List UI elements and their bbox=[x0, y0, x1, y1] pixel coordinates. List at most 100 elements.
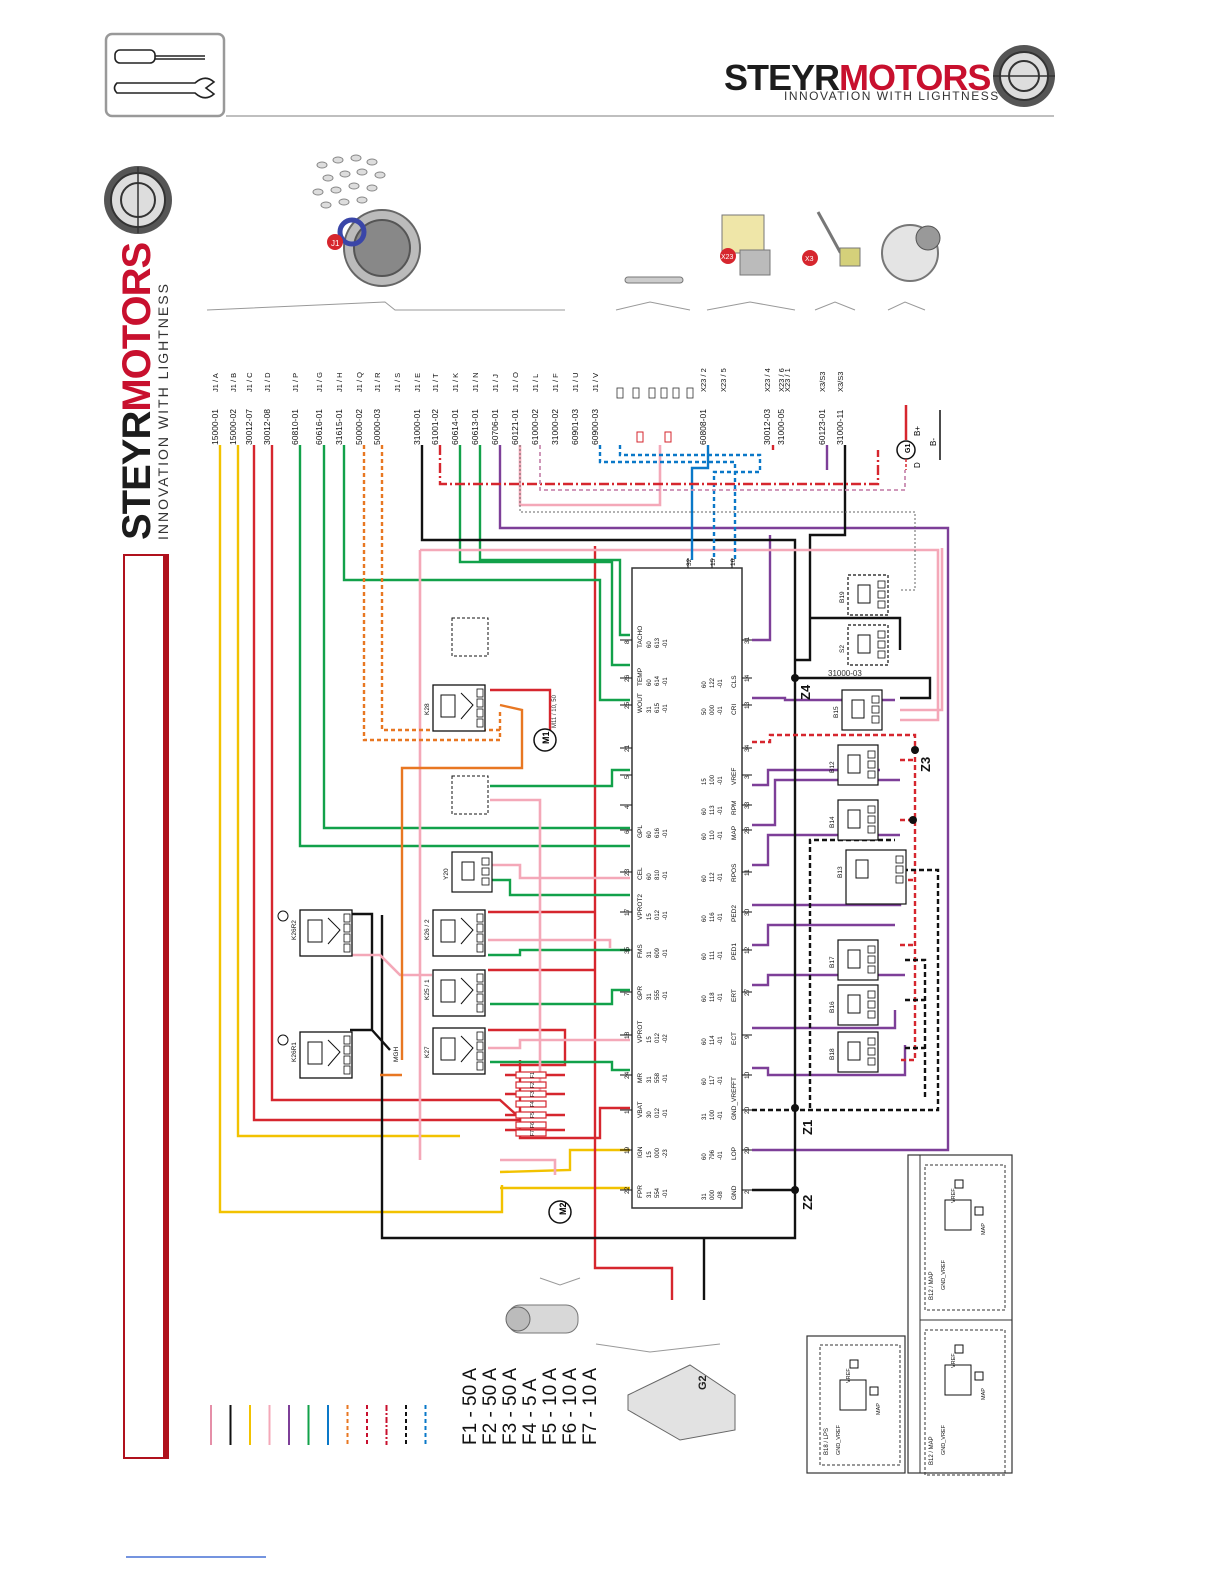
ecu-pin-code: 616 bbox=[655, 827, 661, 838]
sensor-label: B14 bbox=[829, 816, 836, 828]
ecu-pin-name: IGN bbox=[637, 1146, 644, 1158]
ecu-pin-name: ERT bbox=[731, 989, 738, 1002]
wire-vref bbox=[752, 733, 917, 1062]
motor-m2: M2 bbox=[548, 1200, 572, 1224]
wire-id-label: 31000-01 bbox=[412, 409, 422, 445]
wire-31000-01 bbox=[420, 445, 797, 1190]
wire-pink-3 bbox=[488, 863, 630, 880]
wire-60810-01 bbox=[298, 445, 630, 848]
wire-pink-2 bbox=[490, 798, 542, 1097]
ecu-pin-name: ECT bbox=[731, 1032, 738, 1045]
ecu-pin-code: -01 bbox=[663, 871, 669, 880]
ecu-pin-number: 12 bbox=[744, 946, 751, 954]
wire-id-label: 31000-11 bbox=[835, 409, 845, 445]
sensor-label: Y20 bbox=[443, 868, 450, 880]
ecu-pin-number: 14 bbox=[744, 674, 751, 682]
wire-pin-label: J1 / G bbox=[315, 372, 324, 392]
wire-pin-label: X3/S3 bbox=[818, 372, 827, 392]
ecu-pin-code: -01 bbox=[663, 829, 669, 838]
wire-pin-label: X23 / 4 bbox=[763, 368, 772, 392]
sensor-label: B17 bbox=[829, 956, 836, 968]
wire-pin-label: J1 / R bbox=[373, 372, 382, 392]
tool-icon-frame bbox=[104, 32, 226, 118]
wire-15000-02 bbox=[236, 445, 460, 1138]
wire-id-label: 50000-02 bbox=[354, 409, 364, 445]
wire-pin-label: X23 / 1 bbox=[783, 368, 792, 392]
relay-k26r1: K26R1 bbox=[291, 1031, 353, 1079]
node-z1: Z1 bbox=[800, 1120, 815, 1135]
m1-note: M11 / 10, 50 bbox=[552, 694, 558, 728]
ecu-pin-code: 114 bbox=[710, 1035, 716, 1045]
fuse-rating: F4 - 5 A bbox=[520, 1378, 541, 1445]
ecu-pin-number: 22 bbox=[624, 1186, 631, 1194]
ecu-pin-code: 615 bbox=[655, 702, 661, 713]
ecu-top-pin: 32 bbox=[686, 558, 693, 566]
wire-id-label: 60900-03 bbox=[590, 409, 600, 445]
wire-b-gnd bbox=[905, 958, 927, 1100]
wire-s2 bbox=[810, 616, 902, 650]
ecu-pin-code: -01 bbox=[718, 679, 724, 688]
ecu-pin-name: CLS bbox=[731, 675, 738, 688]
wire-pin-label: J1 / K bbox=[451, 373, 460, 392]
wire-cri bbox=[752, 696, 895, 702]
ecu-pin-number: 25 bbox=[624, 701, 631, 709]
fuse-symbol bbox=[515, 1090, 547, 1098]
ecu-pin-name: TEMP bbox=[637, 668, 644, 686]
relay-label: K26R2 bbox=[291, 920, 298, 940]
ecu-pin-code: 15 bbox=[702, 778, 708, 785]
wire-orange-solid bbox=[400, 703, 524, 1060]
wire-pin-label: J1 / O bbox=[511, 372, 520, 392]
wire-id-label: 60616-01 bbox=[314, 409, 324, 445]
glow-plug-illustration bbox=[624, 276, 684, 284]
ecu-pin-code: 15 bbox=[647, 1151, 653, 1158]
wire-cls bbox=[752, 535, 772, 642]
ecu-pin-name: PED1 bbox=[731, 943, 738, 960]
ecu-pin-name: MR bbox=[637, 1073, 644, 1083]
ecu-pin-name: CRI bbox=[731, 704, 738, 715]
wire-mr bbox=[490, 1060, 630, 1072]
ecu-pin-code: 554 bbox=[655, 1187, 661, 1198]
fuse-rating: F3 - 50 A bbox=[500, 1368, 521, 1445]
ecu-pin-number: 1 bbox=[624, 1110, 631, 1114]
wire-blue-1 bbox=[598, 445, 737, 560]
fuse-rating: F5 - 10 A bbox=[540, 1368, 561, 1445]
wire-gnd-vref bbox=[752, 868, 940, 1112]
wire-pin-label: J1 / E bbox=[413, 373, 422, 392]
wire-60616-01 bbox=[322, 445, 630, 830]
ecu-pin-code: -01 bbox=[718, 831, 724, 840]
ecu-pin-code: -01 bbox=[718, 776, 724, 785]
inset-title: B18 / LPS bbox=[824, 1428, 830, 1455]
wire-gray-2 bbox=[519, 445, 916, 591]
wire-pin-label: J1 / L bbox=[531, 374, 540, 392]
wire-pink-main bbox=[418, 548, 940, 1160]
brand-emblem-icon bbox=[993, 45, 1055, 107]
relay-k251: K25 / 1 bbox=[424, 969, 486, 1017]
ecu-pin-number: 10 bbox=[744, 1071, 751, 1079]
ecu-pin-name: FT bbox=[731, 1077, 738, 1085]
fuse-symbol bbox=[515, 1081, 547, 1089]
fuse-symbol-label: F4 bbox=[530, 1101, 536, 1107]
ecu-pin-number: 13 bbox=[744, 701, 751, 709]
ecu-pin-code: -01 bbox=[718, 706, 724, 715]
ecu-pin-code: 558 bbox=[655, 1072, 661, 1083]
fuse-symbol bbox=[515, 1111, 547, 1119]
m2-label: M2 bbox=[558, 1202, 568, 1215]
relay-label: K27 bbox=[424, 1046, 431, 1058]
ecu-pin-code: -01 bbox=[718, 1111, 724, 1120]
ecu-pin-code: 000 bbox=[710, 1189, 716, 1200]
ecu-pin-name: FMS bbox=[637, 944, 644, 958]
wire-pin-label: J1 / Q bbox=[355, 372, 364, 392]
ecu-pin-name: LOP bbox=[731, 1147, 738, 1160]
ecu-pin-name: PED2 bbox=[731, 905, 738, 922]
ecu-block bbox=[631, 567, 743, 1209]
ecu-pin-code: 614 bbox=[655, 675, 661, 686]
sensor-label: B19 bbox=[839, 591, 846, 603]
ground-bus-label: 31000-03 bbox=[828, 669, 862, 678]
wire-pin-label: J1 / J bbox=[491, 374, 500, 392]
ecu-pin-code: 60 bbox=[702, 1153, 708, 1160]
side-banner: STEYRMOTORS INNOVATION WITH LIGHTNESS bbox=[104, 166, 172, 1459]
ecu-pin-code: 31 bbox=[702, 1113, 708, 1120]
